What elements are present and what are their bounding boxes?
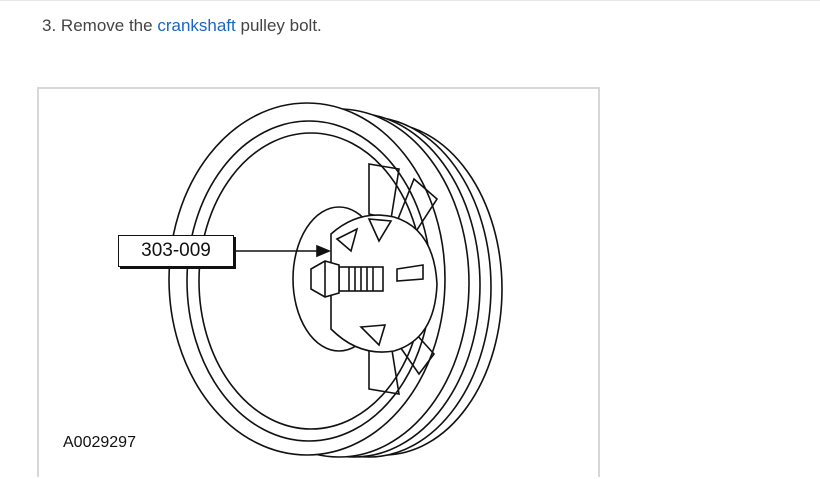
pulley-illustration bbox=[168, 102, 503, 458]
figure-id: A0029297 bbox=[63, 434, 136, 451]
top-divider bbox=[0, 0, 820, 1]
step-number: 3. bbox=[42, 16, 57, 35]
crankshaft-link[interactable]: crankshaft bbox=[157, 16, 236, 35]
tool-callout-label: 303-009 bbox=[118, 235, 234, 267]
crankshaft-pulley-figure: 303-009 A0029297 bbox=[37, 87, 600, 477]
step-text-after: pulley bolt. bbox=[240, 16, 322, 35]
step-instruction: 3. Remove the crankshaft pulley bolt. bbox=[42, 14, 322, 38]
step-text-before: Remove the bbox=[60, 16, 153, 35]
